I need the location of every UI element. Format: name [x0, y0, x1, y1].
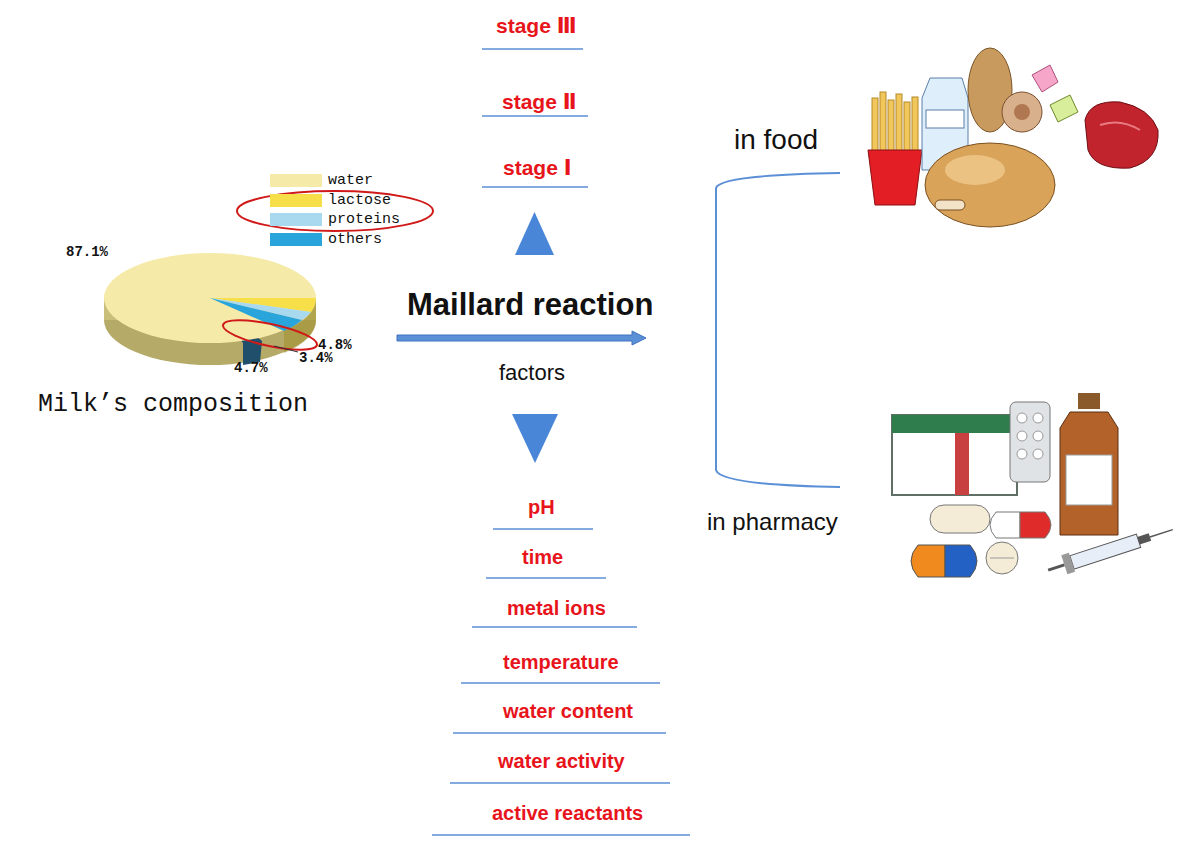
- factor-item: water activity: [498, 750, 625, 773]
- factor-item: water content: [503, 700, 633, 723]
- main-title: Maillard reaction: [407, 287, 653, 323]
- legend-text: others: [328, 231, 382, 248]
- factors-label: factors: [499, 360, 565, 385]
- stage-label: stage Ⅱ: [502, 90, 577, 114]
- legend-swatch: [270, 174, 322, 187]
- legend-text: proteins: [328, 211, 400, 228]
- legend-entry: lactose: [270, 192, 391, 209]
- application-label: in food: [734, 124, 818, 156]
- percentage-label: 4.7%: [234, 360, 268, 376]
- percentage-label: 87.1%: [66, 244, 108, 260]
- stage-label: stage Ⅰ: [503, 156, 572, 180]
- factor-item: time: [522, 546, 563, 569]
- percentage-label: 3.4%: [299, 350, 333, 366]
- legend-entry: water: [270, 172, 373, 189]
- factor-item: active reactants: [492, 802, 643, 825]
- legend-swatch: [270, 213, 322, 226]
- stage-label: stage Ⅲ: [496, 14, 577, 38]
- legend-text: lactose: [328, 192, 391, 209]
- chart-title: Milk’s composition: [38, 391, 308, 420]
- legend-entry: others: [270, 231, 382, 248]
- legend-swatch: [270, 233, 322, 246]
- factor-item: pH: [528, 496, 555, 519]
- legend-entry: proteins: [270, 211, 400, 228]
- factor-item: temperature: [503, 651, 619, 674]
- factor-item: metal ions: [507, 597, 606, 620]
- legend-text: water: [328, 172, 373, 189]
- application-label: in pharmacy: [707, 508, 838, 536]
- legend-swatch: [270, 194, 322, 207]
